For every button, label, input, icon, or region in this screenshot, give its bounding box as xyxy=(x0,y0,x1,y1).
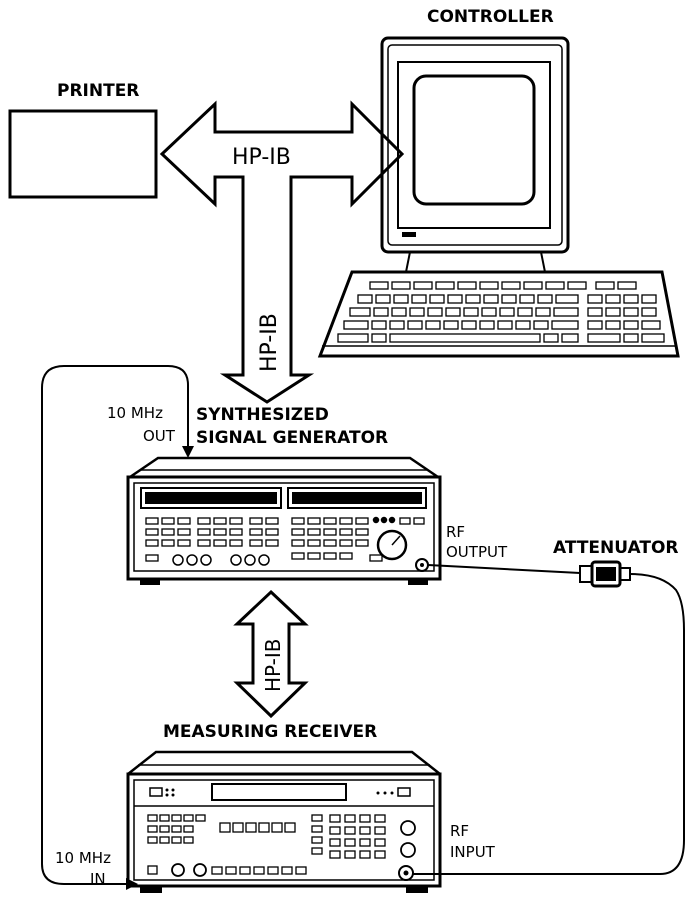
synth-label-line2: SIGNAL GENERATOR xyxy=(196,428,388,448)
rf-input-label-2: INPUT xyxy=(450,843,496,861)
measuring-receiver xyxy=(126,750,442,893)
attenuator xyxy=(579,560,631,588)
ten-mhz-out-arrowhead xyxy=(182,446,194,458)
printer-box xyxy=(8,109,158,199)
hpib-bus-arrow xyxy=(159,100,405,404)
rf-output-label-2: OUTPUT xyxy=(446,543,508,561)
measuring-receiver-label: MEASURING RECEIVER xyxy=(163,722,377,742)
hpib-bus-label: HP-IB xyxy=(232,145,291,170)
ten-mhz-in-label-1: 10 MHz xyxy=(55,849,111,867)
synth-label-line1: SYNTHESIZED xyxy=(196,405,329,425)
controller-label: CONTROLLER xyxy=(427,7,554,27)
synthesized-signal-generator xyxy=(126,456,442,585)
rf-input-connector xyxy=(398,865,414,881)
ten-mhz-out-label-2: OUT xyxy=(143,427,176,445)
printer-label: PRINTER xyxy=(57,81,139,101)
attenuator-label: ATTENUATOR xyxy=(553,538,679,558)
keyboard xyxy=(317,270,680,358)
controller-computer xyxy=(317,36,680,358)
rf-output-cable xyxy=(427,564,581,574)
hpib-lower-label: HP-IB xyxy=(261,639,285,693)
hpib-lower-arrow xyxy=(233,589,309,719)
ten-mhz-reference-cable xyxy=(41,365,189,885)
rf-input-label-1: RF xyxy=(450,822,469,840)
rf-input-cable xyxy=(412,573,685,875)
ten-mhz-in-label-2: IN xyxy=(90,870,106,888)
monitor-screen xyxy=(412,74,536,206)
rf-output-label-1: RF xyxy=(446,523,465,541)
hpib-vertical-label: HP-IB xyxy=(257,313,282,372)
ten-mhz-out-label-1: 10 MHz xyxy=(107,404,163,422)
